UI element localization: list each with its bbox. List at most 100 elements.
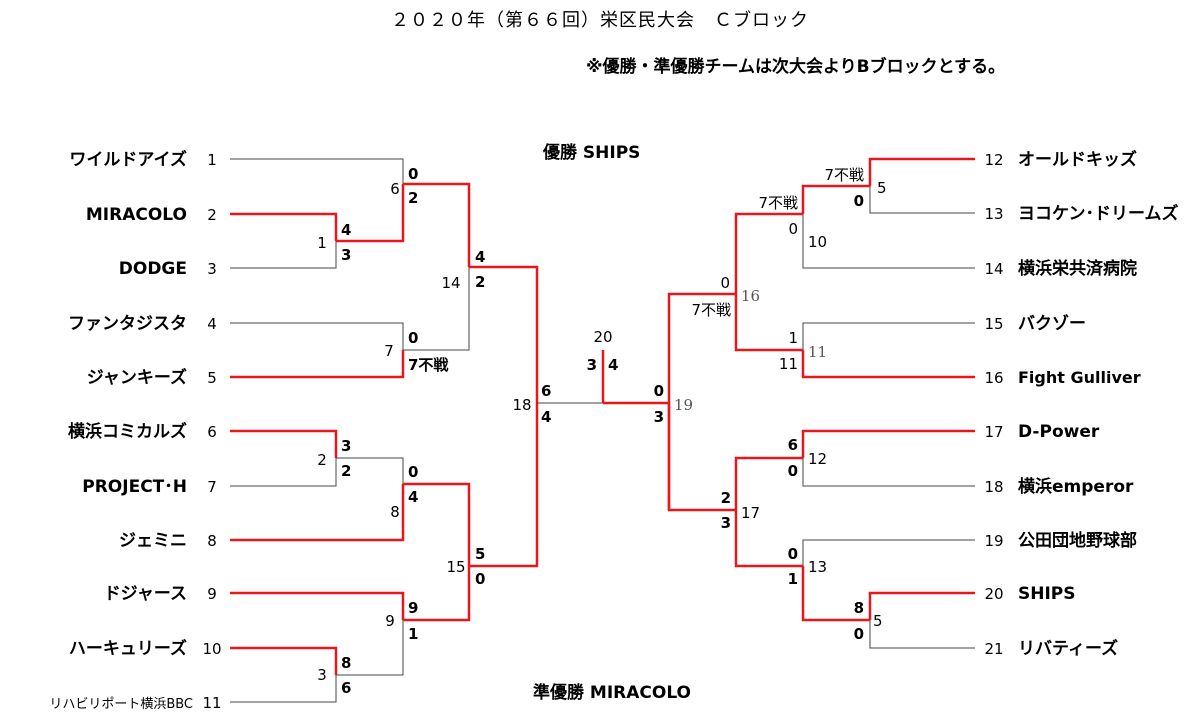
team-number: 6 xyxy=(207,423,217,441)
score: 0 xyxy=(788,462,798,480)
team-number: 15 xyxy=(984,315,1003,333)
team-number: 8 xyxy=(207,532,217,550)
team-number: 2 xyxy=(207,206,217,224)
score: 6 xyxy=(541,382,551,400)
score: 2 xyxy=(475,273,485,291)
game-number: 9 xyxy=(385,612,395,630)
game-number: 12 xyxy=(808,450,827,468)
team-number: 14 xyxy=(984,260,1003,278)
score: 0 xyxy=(788,545,798,563)
team-number: 20 xyxy=(984,585,1003,603)
score: 8 xyxy=(341,654,351,672)
game-number: 14 xyxy=(441,274,460,292)
score: 4 xyxy=(608,356,618,374)
score: 4 xyxy=(408,488,418,506)
team-name: Fight Gulliver xyxy=(1018,368,1141,387)
game-number: 3 xyxy=(317,666,327,684)
game-number: 6 xyxy=(390,180,400,198)
score: 11 xyxy=(779,355,798,373)
team-number: 11 xyxy=(202,694,221,712)
team-number: 5 xyxy=(207,369,217,387)
game-number: 7 xyxy=(384,342,394,360)
team-name: ドジャース xyxy=(104,584,187,604)
team-number: 17 xyxy=(984,423,1003,441)
team-name: 横浜栄共済病院 xyxy=(1018,258,1137,279)
score: 7不戦 xyxy=(408,356,449,374)
score: 7不戦 xyxy=(758,194,798,212)
score: 0 xyxy=(854,625,864,643)
game-number: 18 xyxy=(512,396,531,414)
score: 0 xyxy=(408,329,418,347)
team-number: 1 xyxy=(207,151,217,169)
team-name: 横浜コミカルズ xyxy=(68,421,187,442)
team-name: MIRACOLO xyxy=(86,205,187,225)
left-bracket-lines xyxy=(230,158,603,703)
team-name: D-Power xyxy=(1018,422,1100,442)
team-number: 12 xyxy=(984,151,1003,169)
left-teams: ワイルドアイズ 1 MIRACOLO 2 DODGE 3 ファンタジスタ 4 ジ… xyxy=(49,149,221,712)
game-number: 8 xyxy=(390,503,400,521)
score: 2 xyxy=(341,462,351,480)
runner-up-label: 準優勝 MIRACOLO xyxy=(533,683,692,703)
score: 3 xyxy=(341,246,351,264)
score: 0 xyxy=(720,274,730,292)
team-number: 10 xyxy=(202,640,221,658)
score: 0 xyxy=(854,192,864,210)
team-name: ファンタジスタ xyxy=(68,314,187,334)
right-scores: 7不戦 0 7不戦 0 0 7不戦 1 11 6 0 0 1 8 0 2 3 0… xyxy=(587,166,864,643)
score: 3 xyxy=(721,514,731,532)
champion-label: 優勝 SHIPS xyxy=(543,143,641,163)
score: 7不戦 xyxy=(824,166,864,184)
game-number: 2 xyxy=(317,451,327,469)
game-number: 20 xyxy=(593,328,612,346)
team-name: ハーキュリーズ xyxy=(69,638,187,659)
team-name: リハビリポート横浜BBC xyxy=(49,697,193,712)
team-name: リバティーズ xyxy=(1018,638,1118,659)
team-name: 公田団地野球部 xyxy=(1018,530,1137,551)
team-number: 7 xyxy=(207,478,217,496)
team-name: バクゾー xyxy=(1018,314,1086,334)
score: 1 xyxy=(408,625,418,643)
score: 6 xyxy=(788,436,798,454)
score: 1 xyxy=(788,570,798,588)
team-number: 9 xyxy=(207,585,217,603)
game-number: 1 xyxy=(317,234,327,252)
score: 2 xyxy=(408,189,418,207)
score: 0 xyxy=(408,165,418,183)
team-number: 18 xyxy=(984,478,1003,496)
game-number: 16 xyxy=(741,287,760,305)
score: 3 xyxy=(341,437,351,455)
score: 8 xyxy=(854,599,864,617)
team-name: 横浜emperor xyxy=(1018,476,1134,497)
score: 4 xyxy=(541,408,551,426)
team-name: ジャンキーズ xyxy=(87,367,187,388)
team-name: ジェミニ xyxy=(119,531,187,551)
team-name: PROJECT･H xyxy=(82,477,187,497)
page-title: ２０２０年（第６６回）栄区民大会 Ｃブロック xyxy=(391,10,809,31)
score: 4 xyxy=(475,248,485,266)
team-name: DODGE xyxy=(119,259,187,279)
score: 0 xyxy=(654,382,664,400)
team-name: ヨコケン･ドリームズ xyxy=(1018,203,1178,224)
game-number: 5 xyxy=(877,179,887,197)
game-number: 11 xyxy=(808,343,827,361)
score: 5 xyxy=(475,545,485,563)
score: 3 xyxy=(654,408,664,426)
game-number: 19 xyxy=(674,396,693,414)
team-name: SHIPS xyxy=(1018,584,1076,604)
team-number: 21 xyxy=(984,640,1003,658)
score: 7不戦 xyxy=(691,301,731,319)
game-number: 17 xyxy=(741,504,760,522)
right-bracket-lines xyxy=(601,157,975,649)
promotion-note: ※優勝・準優勝チームは次大会よりBブロックとする。 xyxy=(586,57,1006,77)
score: 1 xyxy=(788,329,798,347)
team-number: 13 xyxy=(984,205,1003,223)
team-number: 4 xyxy=(207,315,217,333)
score: 0 xyxy=(475,570,485,588)
left-scores: 0 2 4 3 4 2 0 7不戦 3 2 0 4 5 0 9 1 8 6 6 … xyxy=(341,165,551,697)
game-numbers: 6 1 14 7 2 8 15 9 3 18 20 5 10 16 11 12 … xyxy=(317,179,886,684)
team-number: 16 xyxy=(984,369,1003,387)
score: 4 xyxy=(341,221,351,239)
game-number: 5 xyxy=(873,612,883,630)
